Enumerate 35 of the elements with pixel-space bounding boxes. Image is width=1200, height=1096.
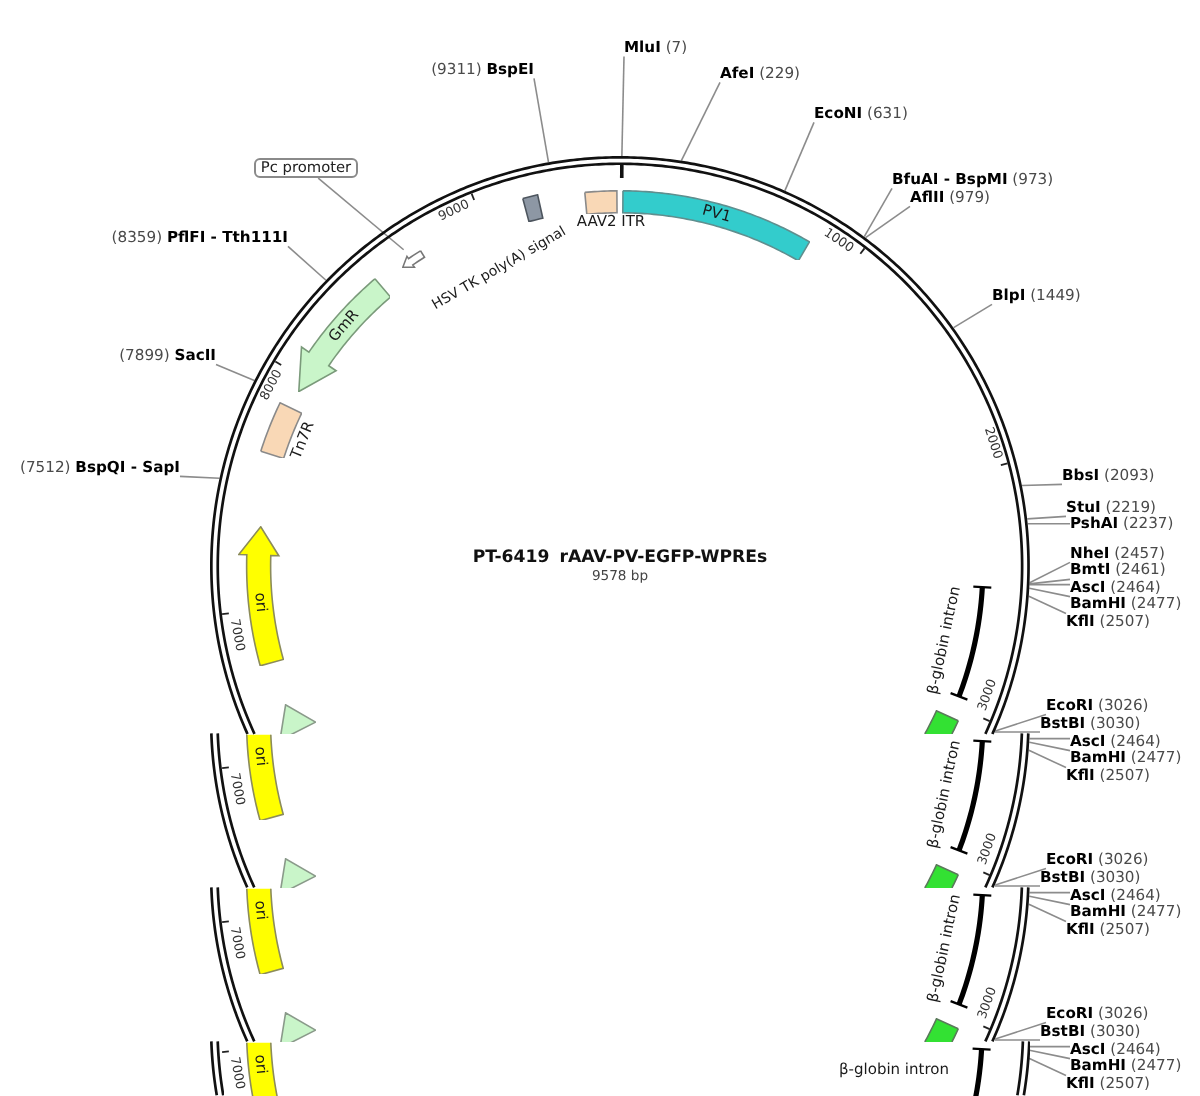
leader-line — [994, 1021, 1047, 1040]
leader-line — [864, 205, 911, 239]
leader-line — [1028, 891, 1071, 894]
leader-line — [287, 245, 327, 282]
leader-line — [1028, 561, 1071, 584]
leader-line — [994, 713, 1047, 732]
leader-line — [863, 187, 893, 238]
leader-line — [1028, 895, 1071, 906]
leader-line — [1028, 595, 1067, 615]
leader-line — [1028, 583, 1071, 586]
leader-line — [1028, 1057, 1067, 1077]
leader-line — [1028, 741, 1071, 752]
leader-line — [994, 867, 1047, 886]
leader-line — [994, 1039, 1041, 1041]
leader-line — [1028, 749, 1067, 769]
leader-line — [680, 81, 721, 162]
leader-line — [1028, 903, 1067, 923]
leader-line — [179, 475, 221, 480]
leader-line — [215, 363, 256, 382]
leader-line — [1028, 578, 1071, 585]
leader-line — [1028, 1049, 1071, 1060]
leader-line — [1026, 515, 1067, 520]
leader-line — [533, 77, 550, 164]
leader-line — [1027, 522, 1071, 525]
leader-line — [621, 55, 625, 157]
leader-line — [994, 885, 1041, 887]
leader-line — [317, 177, 405, 251]
leader-line — [952, 303, 993, 329]
leader-line — [784, 121, 815, 192]
leader-line — [1028, 737, 1071, 740]
plasmid-title: PT-6419 rAAV-PV-EGFP-WPREs — [472, 548, 768, 568]
leader-line — [1028, 587, 1071, 598]
leader-line — [1021, 483, 1063, 487]
leader-line — [994, 731, 1041, 733]
leader-line — [1028, 1045, 1071, 1048]
